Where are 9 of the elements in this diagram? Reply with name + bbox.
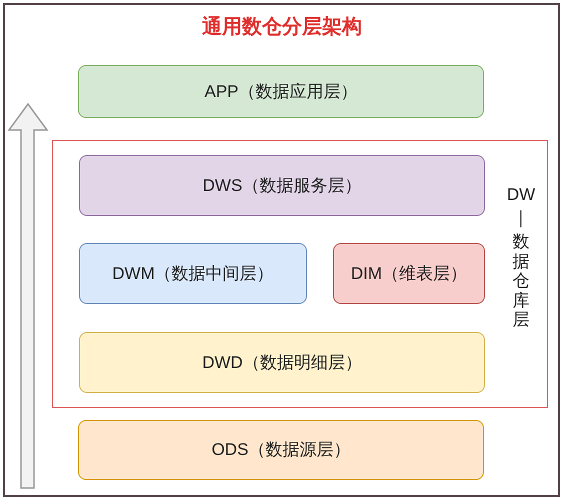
- layer-box: DIM（维表层）: [333, 243, 485, 304]
- layer-box: DWD（数据明细层）: [79, 332, 485, 393]
- layer-box: APP（数据应用层）: [78, 65, 484, 118]
- layer-box: ODS（数据源层）: [78, 420, 484, 480]
- layer-group-frame: [52, 140, 548, 408]
- layer-box: DWS（数据服务层）: [79, 155, 485, 216]
- layer-box: DWM（数据中间层）: [79, 243, 307, 304]
- diagram-title: 通用数仓分层架构: [201, 15, 363, 40]
- vertical-heading: DW—数据仓库层: [506, 185, 536, 330]
